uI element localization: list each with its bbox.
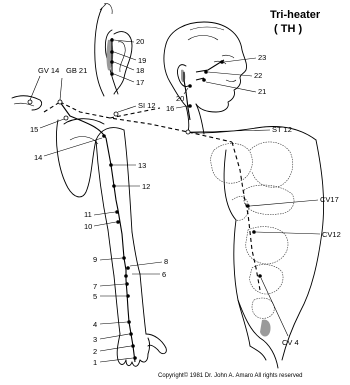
label-th4: 4 xyxy=(93,320,97,329)
label-th3: 3 xyxy=(93,335,97,344)
label-cv17: CV17 xyxy=(320,195,339,204)
label-th20-head: 20 xyxy=(176,94,184,103)
label-th10: 10 xyxy=(84,222,92,231)
point-th10 xyxy=(116,220,120,224)
point-gv14 xyxy=(28,100,32,104)
point-th2 xyxy=(131,344,135,348)
point-cv12 xyxy=(252,230,256,234)
point-th5 xyxy=(126,294,130,298)
neck-outline xyxy=(12,96,42,110)
label-th11: 11 xyxy=(84,210,92,219)
point-th19 xyxy=(110,50,114,54)
point-th14 xyxy=(102,134,106,138)
point-th17 xyxy=(110,72,114,76)
point-th6 xyxy=(125,282,129,286)
label-th20-ear: 20 xyxy=(136,37,144,46)
point-si12 xyxy=(114,112,118,116)
ear-illustration xyxy=(95,4,132,96)
label-th12: 12 xyxy=(142,182,150,191)
label-gv14: GV 14 xyxy=(38,66,59,75)
point-th22 xyxy=(204,70,208,74)
point-th9 xyxy=(122,256,126,260)
point-th12 xyxy=(112,184,116,188)
label-th9: 9 xyxy=(93,255,97,264)
diagram-title: Tri-heater xyxy=(270,9,321,21)
point-th1 xyxy=(133,356,137,360)
arm-illustration xyxy=(56,119,166,367)
point-st12 xyxy=(186,130,190,134)
diagram-subtitle: ( TH ) xyxy=(274,23,302,35)
label-gb21: GB 21 xyxy=(66,66,87,75)
point-th8 xyxy=(126,266,130,270)
point-th4 xyxy=(127,320,131,324)
point-th23 xyxy=(220,60,224,64)
point-th13 xyxy=(109,163,113,167)
label-th14: 14 xyxy=(34,153,42,162)
label-th19: 19 xyxy=(138,56,146,65)
point-th20-head xyxy=(188,84,192,88)
head-illustration xyxy=(164,22,316,140)
label-th8: 8 xyxy=(164,257,168,266)
label-th18: 18 xyxy=(136,66,144,75)
point-th20-ear xyxy=(110,38,114,42)
label-th15: 15 xyxy=(30,125,38,134)
torso-illustration xyxy=(211,140,324,368)
point-th15 xyxy=(64,116,68,120)
label-cv12: CV12 xyxy=(322,230,341,239)
copyright-text: Copyright© 1981 Dr. John A. Amaro All ri… xyxy=(158,372,303,379)
label-th17: 17 xyxy=(136,78,144,87)
label-th6: 6 xyxy=(162,270,166,279)
point-cv4 xyxy=(258,274,262,278)
label-th7: 7 xyxy=(93,282,97,291)
point-th3 xyxy=(129,332,133,336)
label-cv4: CV 4 xyxy=(282,338,299,347)
point-th11 xyxy=(115,210,119,214)
point-gb21 xyxy=(58,100,62,104)
point-th7 xyxy=(124,274,128,278)
point-th16 xyxy=(188,104,192,108)
label-th16: 16 xyxy=(166,104,174,113)
label-th2: 2 xyxy=(93,347,97,356)
label-th22: 22 xyxy=(254,71,262,80)
label-th1: 1 xyxy=(93,358,97,367)
label-si12: SI 12 xyxy=(138,101,156,110)
label-th21: 21 xyxy=(258,87,266,96)
point-th21 xyxy=(202,78,206,82)
point-th18 xyxy=(110,60,114,64)
label-th5: 5 xyxy=(93,292,97,301)
label-th23: 23 xyxy=(258,53,266,62)
label-st12: ST 12 xyxy=(272,125,292,134)
leader-lines xyxy=(30,40,320,362)
point-cv17 xyxy=(246,204,250,208)
label-th13: 13 xyxy=(138,161,146,170)
